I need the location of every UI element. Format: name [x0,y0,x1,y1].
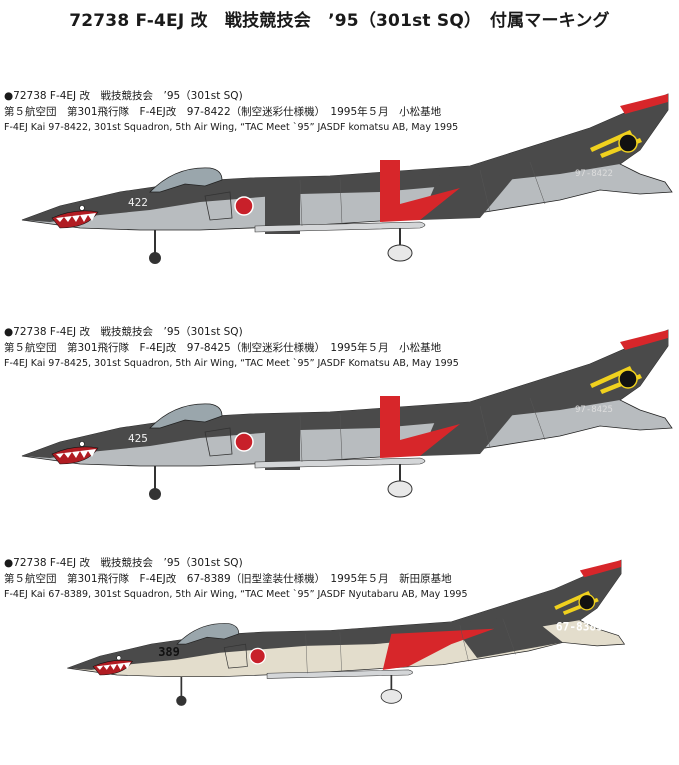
shark-eye [79,205,85,211]
main-wheel [380,689,403,704]
upper-camouflage [22,94,668,222]
external-tank [266,669,414,679]
main-wheel [387,244,413,262]
canopy [149,403,223,429]
nose-number: 389 [158,645,180,659]
nose-wheel [176,695,187,706]
camo-block [265,414,300,470]
camo-block [420,170,520,220]
intake [204,191,233,221]
entry-caption: ●72738 F-4EJ 改 戦技競技会 ’95（301st SQ) 第５航空団… [4,555,468,603]
caption-line-en: F-4EJ Kai 97-8425, 301st Squadron, 5th A… [4,358,459,369]
intake [204,427,233,457]
marking-entry-3: ●72738 F-4EJ 改 戦技競技会 ’95（301st SQ) 第５航空団… [0,555,679,765]
caption-line-en: F-4EJ Kai 67-8389, 301st Squadron, 5th A… [4,589,468,600]
aircraft-profile: 97-8422 422 [21,93,673,264]
panel-lines [305,618,516,674]
shark-teeth [56,213,96,222]
external-tank [254,457,426,469]
tail-number: 67-8389 [556,620,603,633]
page-title: 72738 F-4EJ 改 戦技競技会 ’95（301st SQ） 付属マーキン… [69,11,610,31]
f4-profile-group: 97-8425 425 [21,329,673,500]
shark-eye [116,655,122,661]
hinomaru [249,647,266,665]
canopy [149,167,223,193]
caption-line-kit: ●72738 F-4EJ 改 戦技競技会 ’95（301st SQ) [4,326,243,338]
tail-number: 97-8425 [575,405,613,415]
hinomaru [234,432,254,452]
tail-red-band [620,94,668,114]
f4-profile-group: 67-8389 389 [67,559,626,706]
upper-camouflage [22,330,668,458]
tail-red-band [579,560,622,578]
tail-yellow-stripe [590,130,632,152]
camo-block [451,615,563,658]
aircraft-profile: 67-8389 389 [67,559,626,706]
aircraft-profile: 97-8425 425 [21,329,673,500]
canopy [176,623,240,645]
caption-line-kit: ●72738 F-4EJ 改 戦技競技会 ’95（301st SQ) [4,90,243,102]
camo-block [265,178,300,234]
entry-caption: ●72738 F-4EJ 改 戦技競技会 ’95（301st SQ) 第５航空団… [4,88,458,136]
shark-teeth [96,662,131,670]
intake [223,643,248,669]
red-stripe [380,396,460,458]
red-stripe [380,160,460,222]
f4-profile-group: 97-8422 422 [21,93,673,264]
nose-wheel [149,252,161,264]
panel-lines [299,397,546,463]
tail-number: 97-8422 [575,169,613,179]
shark-teeth [56,449,96,458]
shark-eye [79,441,85,447]
caption-line-jp: 第５航空団 第301飛行隊 F-4EJ改 67-8389（旧型塗装仕様機） 19… [4,573,452,585]
main-wheel [387,480,413,498]
nose-wheel [149,488,161,500]
tail-emblem [618,369,638,389]
nose-number: 425 [128,432,148,445]
panel-lines [299,161,546,227]
upper-camouflage [67,560,622,670]
tail-emblem [618,133,638,153]
hinomaru [234,196,254,216]
tail-yellow-stripe [590,366,632,388]
nose-number: 422 [128,196,148,209]
tail-red-band [620,330,668,350]
entry-caption: ●72738 F-4EJ 改 戦技競技会 ’95（301st SQ) 第５航空団… [4,324,459,372]
red-stripe [382,628,495,670]
caption-line-jp: 第５航空団 第301飛行隊 F-4EJ改 97-8425（制空迷彩仕様機） 19… [4,342,442,354]
caption-line-jp: 第５航空団 第301飛行隊 F-4EJ改 97-8422（制空迷彩仕様機） 19… [4,106,442,118]
marking-entry-1: ●72738 F-4EJ 改 戦技競技会 ’95（301st SQ) 第５航空団… [0,88,679,298]
tail-yellow-stripe [554,591,591,610]
camo-block [420,406,520,456]
tail-emblem [578,593,596,611]
marking-entry-2: ●72738 F-4EJ 改 戦技競技会 ’95（301st SQ) 第５航空団… [0,324,679,534]
external-tank [254,221,426,233]
caption-line-en: F-4EJ Kai 97-8422, 301st Squadron, 5th A… [4,122,459,133]
caption-line-kit: ●72738 F-4EJ 改 戦技競技会 ’95（301st SQ) [4,557,243,569]
